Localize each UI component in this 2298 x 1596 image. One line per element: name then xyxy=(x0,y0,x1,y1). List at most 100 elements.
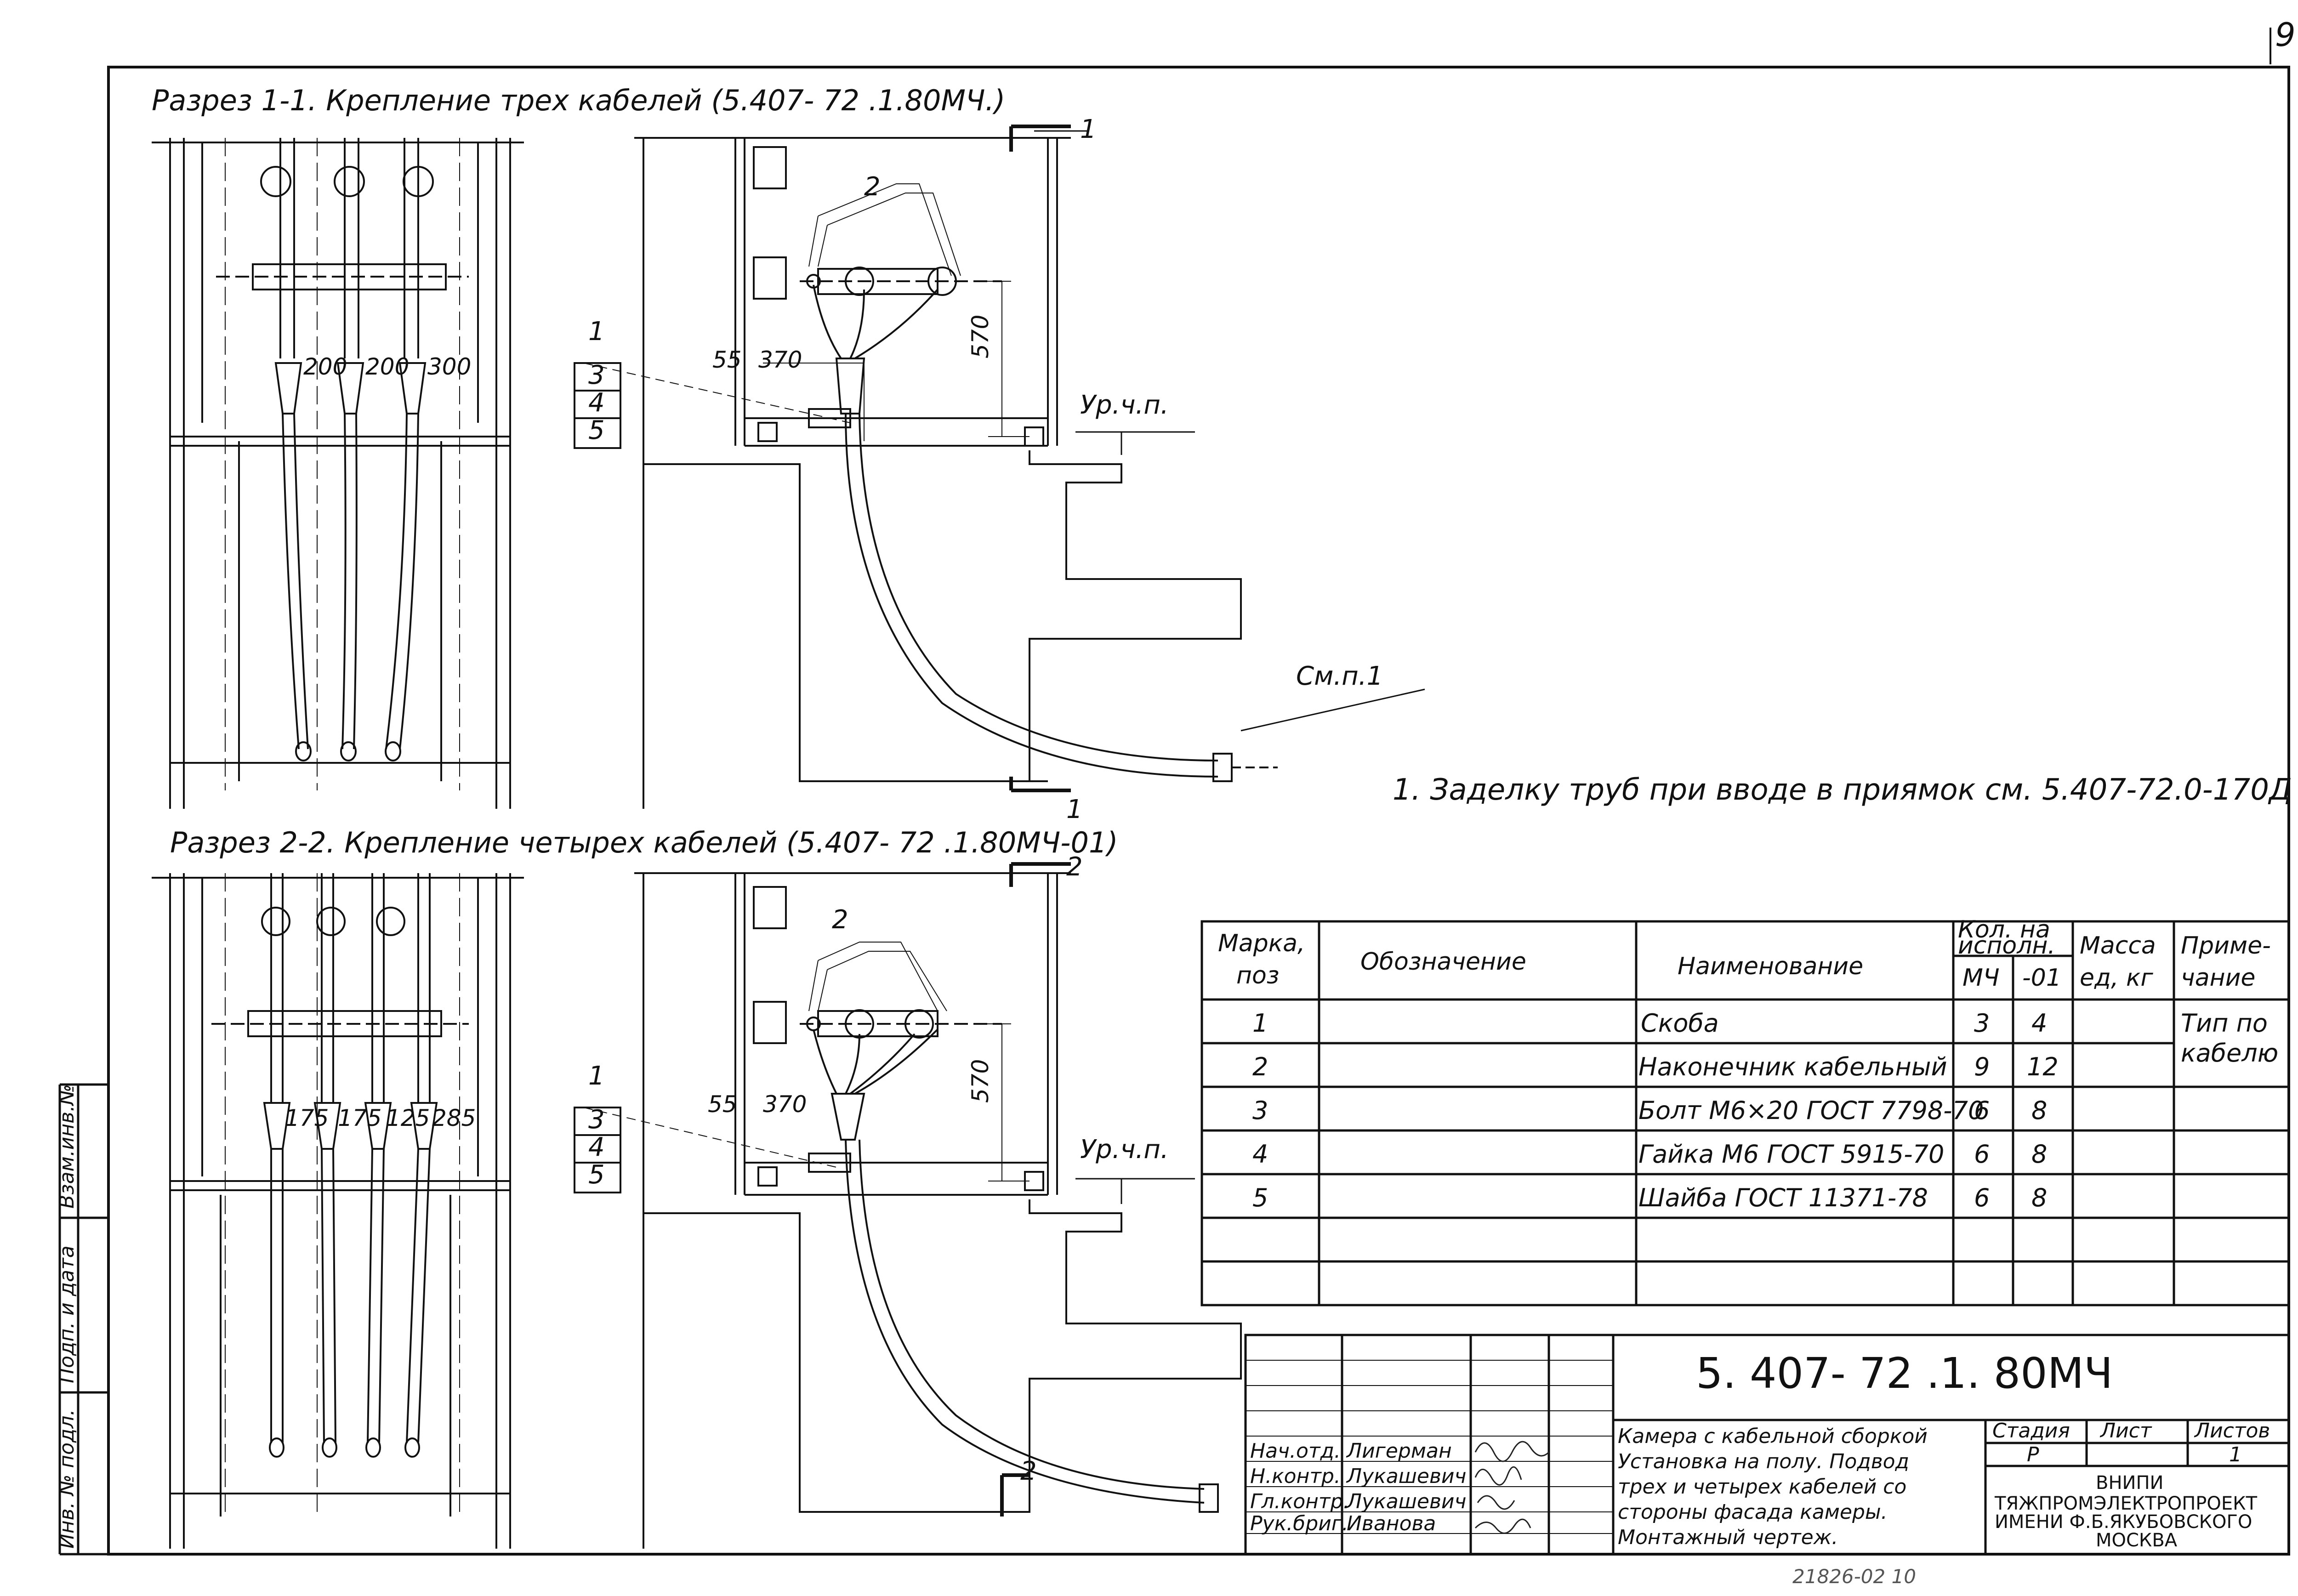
org-line-1: ВНИПИ xyxy=(2096,1472,2163,1494)
s1-dim-c: 300 xyxy=(427,353,471,380)
s2-dim-b: 175 xyxy=(338,1105,381,1131)
s1-dim-b: 200 xyxy=(365,353,409,380)
desc-line-4: стороны фасада камеры. xyxy=(1618,1500,1888,1524)
desc-line-1: Камера с кабельной сборкой xyxy=(1618,1425,1928,1448)
section-2-front-view xyxy=(152,873,524,1549)
s2-callout-5: 5 xyxy=(588,1160,605,1190)
section-2-side-view xyxy=(574,862,1242,1549)
row-2-name: Наконечник кабельный xyxy=(1638,1052,1947,1081)
s2-cut-mark-top: 2 xyxy=(1066,852,1083,882)
s2-dim-570: 570 xyxy=(967,1059,994,1103)
section-1-front-view xyxy=(152,138,524,809)
row-5-v01: 8 xyxy=(2031,1183,2047,1212)
th-qty-01: -01 xyxy=(2022,964,2061,992)
s1-floor-label: Ур.ч.п. xyxy=(1080,390,1169,420)
th-qty-mch: МЧ xyxy=(1962,964,2000,992)
s2-dim-370: 370 xyxy=(763,1091,807,1118)
sheets-value: 1 xyxy=(2229,1443,2242,1466)
s1-callout-2: 2 xyxy=(864,172,881,202)
th-remark-1: Приме- xyxy=(2181,932,2271,960)
s1-dim-a: 200 xyxy=(303,353,347,380)
spec-table-grid xyxy=(1200,920,2290,1306)
stamp-inv-podl: Инв. № подл. xyxy=(55,1409,79,1549)
s1-callout-1: 1 xyxy=(588,317,605,346)
s1-cut-mark-top: 1 xyxy=(1080,114,1097,144)
s2-callout-1: 1 xyxy=(588,1061,605,1091)
side-stamp-grid xyxy=(58,1083,110,1556)
org-line-2: ТЯЖПРОМЭЛЕКТРОПРОЕКТ xyxy=(1994,1493,2258,1514)
row-2-v01: 12 xyxy=(2027,1052,2059,1081)
sheet-frame xyxy=(107,66,2290,1556)
th-remark-2: чание xyxy=(2181,964,2255,992)
role-2: Н.контр. xyxy=(1250,1465,1341,1488)
desc-line-3: трех и четырех кабелей со xyxy=(1618,1475,1906,1499)
th-qty-1: Кол. на xyxy=(1958,916,2050,943)
name-1: Лигерман xyxy=(1346,1439,1452,1463)
row-4-pos: 4 xyxy=(1252,1140,1268,1169)
sheets-label: Листов xyxy=(2194,1419,2270,1443)
s1-callout-3: 3 xyxy=(588,360,605,390)
s1-see-note: См.п.1 xyxy=(1296,661,1383,691)
row-3-name: Болт М6×20 ГОСТ 7798-70 xyxy=(1638,1096,1984,1125)
s2-callout-3: 3 xyxy=(588,1105,605,1135)
sheet-number: 9 xyxy=(2275,16,2296,54)
s1-cut-mark-bottom: 1 xyxy=(1066,795,1083,824)
row-1-pos: 1 xyxy=(1252,1009,1268,1038)
s2-callout-2-top: 2 xyxy=(832,905,848,935)
row-5-pos: 5 xyxy=(1252,1183,1268,1212)
row-4-mch: 6 xyxy=(1974,1140,1990,1169)
stage-label: Стадия xyxy=(1992,1419,2070,1443)
row-5-mch: 6 xyxy=(1974,1183,1990,1212)
role-3: Гл.контр. xyxy=(1250,1490,1349,1513)
th-mark-2: поз xyxy=(1236,962,1279,989)
s1-dim-370: 370 xyxy=(758,346,802,373)
th-mass-1: Масса xyxy=(2080,932,2156,960)
s1-callout-5: 5 xyxy=(588,415,605,445)
row-2-pos: 2 xyxy=(1252,1052,1268,1081)
name-3: Лукашевич xyxy=(1346,1490,1467,1513)
org-line-3: ИМЕНИ Ф.Б.ЯКУБОВСКОГО xyxy=(1995,1511,2252,1533)
stage-value: Р xyxy=(2027,1443,2039,1466)
stamp-podp-data: Подп. и дата xyxy=(55,1245,79,1383)
s1-callout-4: 4 xyxy=(588,388,605,418)
signatures xyxy=(1474,1441,1550,1534)
row-1-name: Скоба xyxy=(1641,1009,1719,1038)
bottom-number: 21826-02 10 xyxy=(1792,1565,1916,1588)
s2-dim-a: 175 xyxy=(285,1105,329,1131)
row-3-v01: 8 xyxy=(2031,1096,2047,1125)
row-3-pos: 3 xyxy=(1252,1096,1268,1125)
s2-dim-55: 55 xyxy=(708,1091,737,1118)
title-block-grid xyxy=(1244,1334,2290,1556)
desc-line-5: Монтажный чертеж. xyxy=(1618,1526,1838,1549)
name-4: Иванова xyxy=(1347,1512,1436,1535)
th-designation: Обозначение xyxy=(1360,948,1526,976)
row-4-v01: 8 xyxy=(2031,1140,2047,1169)
section-2-title: Разрез 2-2. Крепление четырех кабелей (5… xyxy=(170,826,1118,859)
s2-callout-4: 4 xyxy=(588,1132,605,1162)
role-1: Нач.отд. xyxy=(1250,1439,1341,1463)
s1-dim-570: 570 xyxy=(967,315,994,358)
drawing-code: 5. 407- 72 .1. 80МЧ xyxy=(1696,1349,2113,1398)
row-2-remark: кабелю xyxy=(2181,1039,2278,1068)
row-1-mch: 3 xyxy=(1974,1009,1990,1038)
row-3-mch: 6 xyxy=(1974,1096,1990,1125)
th-name: Наименование xyxy=(1678,953,1863,980)
row-1-v01: 4 xyxy=(2031,1009,2047,1038)
row-2-mch: 9 xyxy=(1974,1052,1990,1081)
s2-dim-d: 285 xyxy=(432,1105,476,1131)
stamp-vzam-inv: Взам.инв.№ xyxy=(55,1084,79,1209)
sheet-label: Лист xyxy=(2099,1419,2152,1443)
row-5-name: Шайба ГОСТ 11371-78 xyxy=(1638,1183,1928,1212)
role-4: Рук.бриг. xyxy=(1250,1512,1348,1535)
th-qty-2: исполн. xyxy=(1958,932,2055,960)
section-1-title: Разрез 1-1. Крепление трех кабелей (5.40… xyxy=(152,84,1005,117)
s2-dim-c: 125 xyxy=(386,1105,430,1131)
org-line-4: МОСКВА xyxy=(2096,1530,2178,1551)
section-1-side-view xyxy=(574,125,1425,809)
s1-dim-55: 55 xyxy=(712,346,742,373)
s2-callout-2-bottom: 2 xyxy=(1020,1456,1037,1486)
desc-line-2: Установка на полу. Подвод xyxy=(1618,1450,1909,1473)
row-1-remark: Тип по xyxy=(2181,1009,2268,1038)
th-mass-2: ед, кг xyxy=(2080,964,2153,992)
